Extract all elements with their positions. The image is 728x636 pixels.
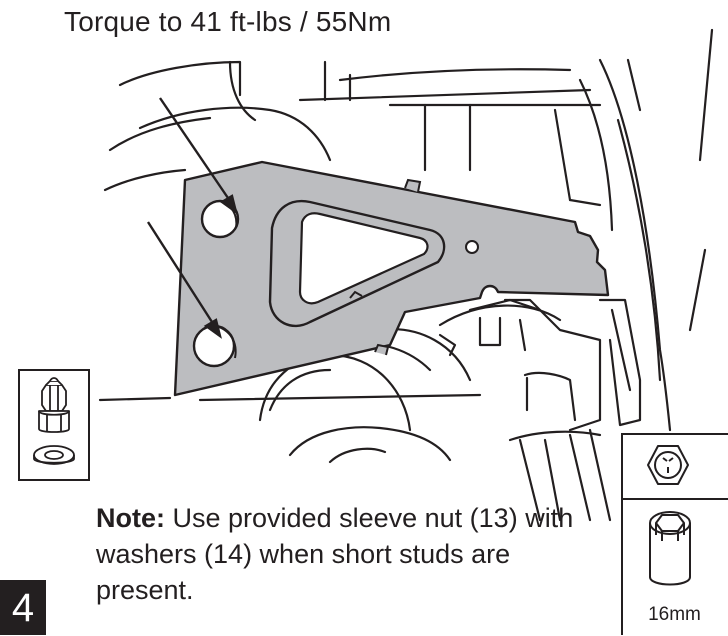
hex-bolt-head-icon [647,445,689,485]
note-text: Use provided sleeve nut (13) with washer… [96,503,574,605]
step-badge [0,580,46,635]
socket-icon [649,511,691,586]
step-number: 4 [11,586,35,630]
torque-instruction: Torque to 41 ft-lbs / 55Nm [64,6,392,37]
installation-note: Note: Use provided sleeve nut (13) with … [96,500,606,608]
sleeve-nut-icon [33,377,75,465]
tool-divider [621,498,728,500]
socket-size-label: 16mm [648,604,701,625]
support-bracket [173,160,610,397]
note-label: Note: [96,503,165,533]
hardware-callout [18,369,90,481]
